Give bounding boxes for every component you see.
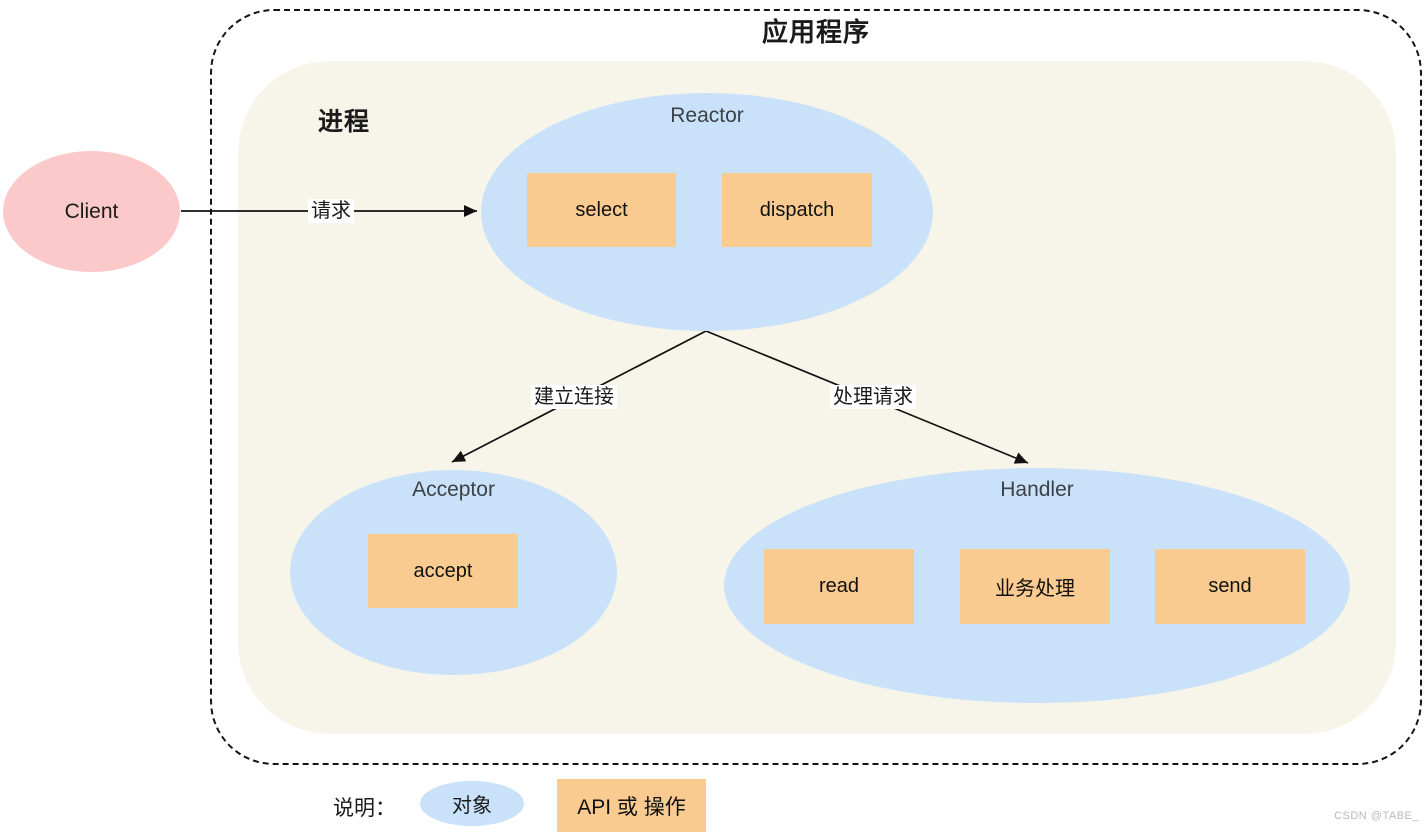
- dispatch-op-box: dispatch: [722, 173, 872, 247]
- read-op-box: read: [764, 549, 914, 624]
- reactor-title: Reactor: [670, 104, 744, 127]
- application-boundary-box: [210, 9, 1422, 765]
- handler-title: Handler: [1000, 478, 1074, 501]
- application-title: 应用程序: [761, 17, 870, 47]
- send-op-box: send: [1155, 549, 1305, 624]
- business-op-box: 业务处理: [960, 549, 1110, 624]
- legend-api-box: API 或 操作: [557, 779, 706, 832]
- legend-api-label: API 或 操作: [577, 795, 686, 819]
- select-op-box: select: [527, 173, 676, 247]
- client-node: Client: [3, 151, 180, 272]
- dispatch-op-label: dispatch: [759, 198, 835, 221]
- edge-label-establish-connection: 建立连接: [531, 385, 617, 409]
- read-op-label: read: [818, 575, 860, 597]
- legend-caption: 说明：: [333, 797, 396, 820]
- edge-label-handle-request: 处理请求: [830, 385, 916, 409]
- process-label: 进程: [318, 108, 371, 136]
- client-label: Client: [64, 199, 119, 223]
- accept-op-box: accept: [368, 534, 518, 608]
- acceptor-title: Acceptor: [412, 478, 495, 501]
- legend-object-ellipse: 对象: [420, 781, 524, 826]
- legend-object-label: 对象: [452, 795, 492, 817]
- watermark: CSDN @TABE_: [1334, 810, 1419, 822]
- business-op-label: 业务处理: [995, 578, 1075, 600]
- send-op-label: send: [1208, 575, 1252, 597]
- edge-label-request: 请求: [308, 199, 354, 223]
- select-op-label: select: [575, 198, 628, 221]
- accept-op-label: accept: [413, 559, 473, 582]
